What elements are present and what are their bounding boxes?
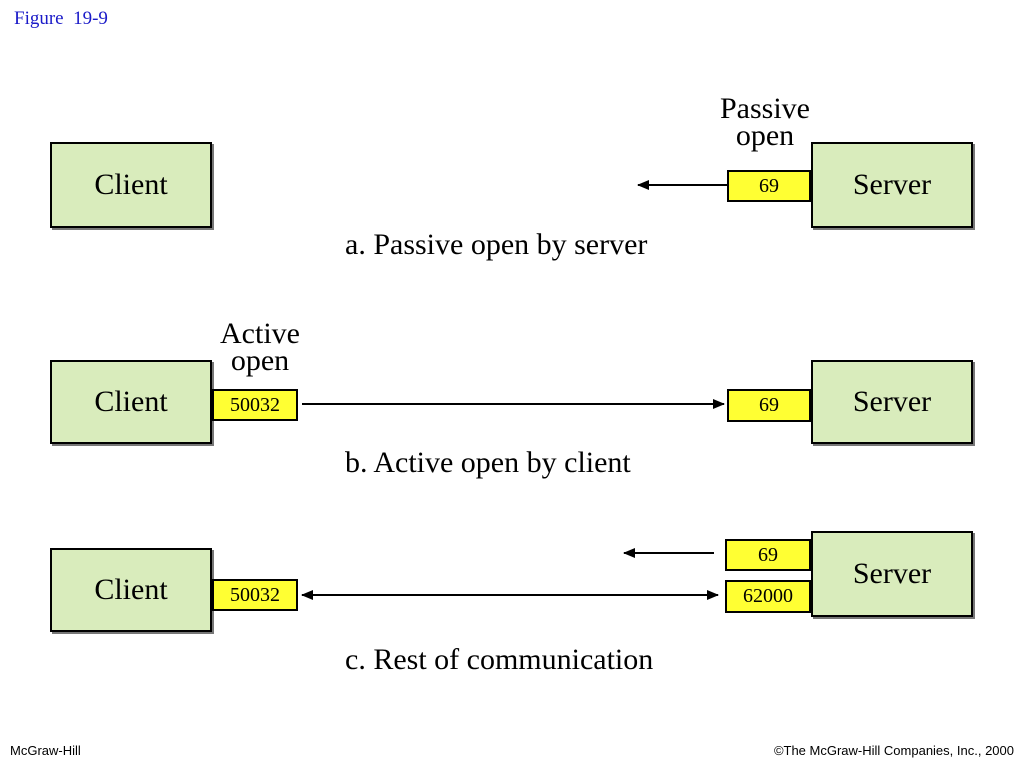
active-label-line2: open [230,344,290,377]
passive-open-label: Passive open [700,92,830,152]
active-label-line1: Active [220,317,300,350]
server-port-c-listen: 69 [725,539,811,571]
server-port-c-conn: 62000 [725,580,811,613]
server-port-a: 69 [727,170,811,202]
server-box-c: Server [811,531,973,617]
server-box-b: Server [811,360,973,444]
caption-b: b. Active open by client [345,446,631,479]
server-box-a: Server [811,142,973,228]
footer-left: McGraw-Hill [10,743,81,758]
server-port-b: 69 [727,389,811,422]
caption-c: c. Rest of communication [345,643,654,676]
client-port-b: 50032 [212,389,298,421]
passive-label-line2: open [735,119,795,152]
active-open-label: Active open [200,317,320,377]
client-box-a: Client [50,142,212,228]
client-box-c: Client [50,548,212,632]
footer-right: ©The McGraw-Hill Companies, Inc., 2000 [773,743,1014,758]
figure-title: Figure 19-9 [14,8,108,29]
caption-a: a. Passive open by server [345,228,648,261]
client-box-b: Client [50,360,212,444]
passive-label-line1: Passive [720,92,810,125]
client-port-c: 50032 [212,579,298,611]
